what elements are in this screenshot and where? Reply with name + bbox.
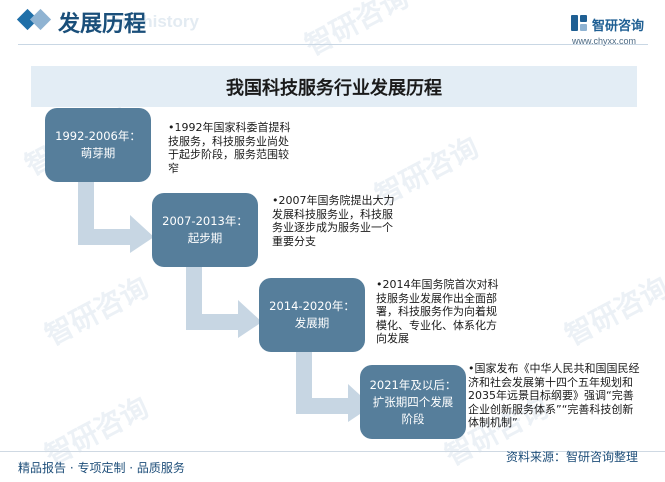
title-band: 我国科技服务行业发展历程 bbox=[31, 66, 637, 107]
footer-source: 资料来源：智研咨询整理 bbox=[506, 450, 639, 464]
stage-description-2: •2007年国务院提出大力发展科技服务业，科技服务业逐步成为服务业一个重要分支 bbox=[272, 194, 395, 248]
brand-logo-icon bbox=[571, 15, 587, 31]
diamond-icon bbox=[29, 8, 52, 31]
arrow-icon bbox=[186, 266, 262, 338]
stage-box-4: 2021年及以后：扩张期四个发展阶段 bbox=[360, 365, 466, 439]
header-divider bbox=[18, 44, 648, 45]
stage-description-4: •国家发布《中华人民共和国国民经济和社会发展第十四个五年规划和2035年远景目标… bbox=[468, 362, 640, 429]
footer-slogan: 精品报告 · 专项定制 · 品质服务 bbox=[18, 461, 185, 475]
footer-divider bbox=[0, 451, 665, 452]
arrow-icon bbox=[78, 181, 154, 253]
brand-name: 智研咨询 bbox=[592, 19, 645, 34]
brand-url: www.chyxx.com bbox=[572, 36, 637, 46]
page-header: ent history 发展历程 智研咨询 www.chyxx.com bbox=[0, 0, 665, 52]
stage-box-2: 2007-2013年：起步期 bbox=[152, 193, 258, 267]
stage-description-1: •1992年国家科委首提科技服务，科技服务业尚处于起步阶段，服务范围较窄 bbox=[168, 121, 291, 175]
stage-box-1: 1992-2006年：萌芽期 bbox=[45, 108, 151, 182]
diagram-title: 我国科技服务行业发展历程 bbox=[226, 78, 442, 99]
watermark: 智研咨询 bbox=[39, 270, 154, 353]
header-watermark: ent history bbox=[112, 12, 199, 31]
stage-description-3: •2014年国务院首次对科技服务业发展作出全面部署，科技服务作为向着规模化、专业… bbox=[376, 278, 499, 345]
page-title: 发展历程 bbox=[58, 12, 147, 37]
arrow-icon bbox=[296, 350, 372, 422]
watermark: 智研咨询 bbox=[559, 270, 665, 353]
stage-box-3: 2014-2020年：发展期 bbox=[259, 278, 365, 352]
